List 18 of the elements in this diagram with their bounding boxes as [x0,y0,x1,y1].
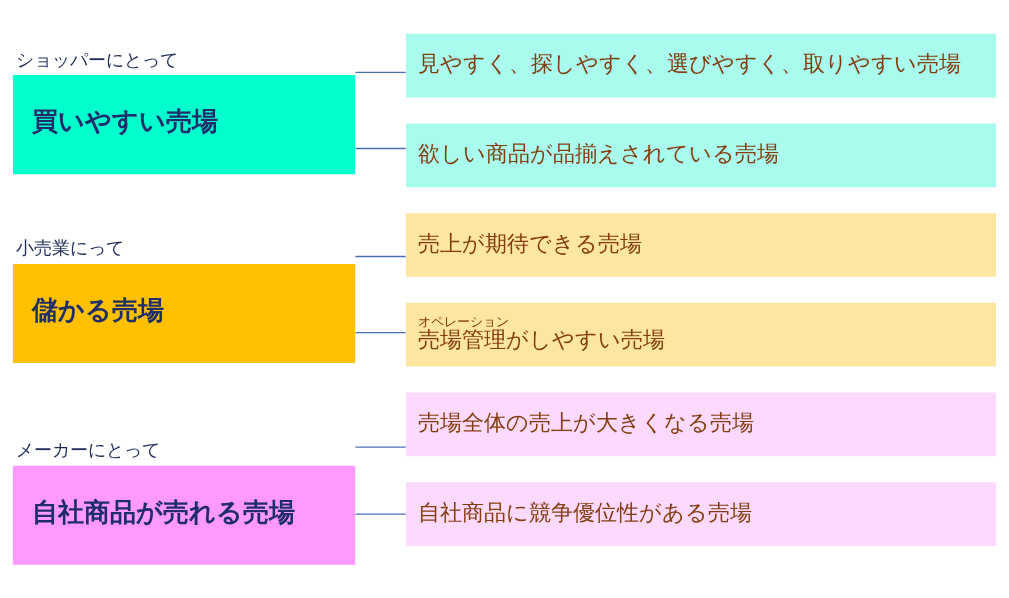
node-box: 自社商品が売れる売場 [12,465,356,565]
node-box: 儲かる売場 [12,263,356,364]
connector [354,255,407,258]
node-box: オペレーション 売場管理がしやすい売場 [405,302,997,367]
node-box: 売上が期待できる売場 [405,213,997,277]
node-box: 欲しい商品が品揃えされている売場 [405,123,997,188]
connector [354,446,407,448]
node-label: 小売業にって [16,238,125,259]
node-box: 自社商品に競争優位性がある売場 [405,482,997,546]
node-box: 見やすく、探しやすく、選びやすく、取りやすい売場 [405,33,997,98]
connector [354,71,407,74]
connector [354,332,407,334]
node-label: ショッパーにとって [16,49,179,70]
node-box: 売場全体の売上が大きくなる売場 [405,392,997,457]
node-box: 買いやすい売場 [12,75,356,175]
connector [354,147,407,150]
node-label: メーカーにとって [16,440,161,461]
connector [354,513,407,515]
